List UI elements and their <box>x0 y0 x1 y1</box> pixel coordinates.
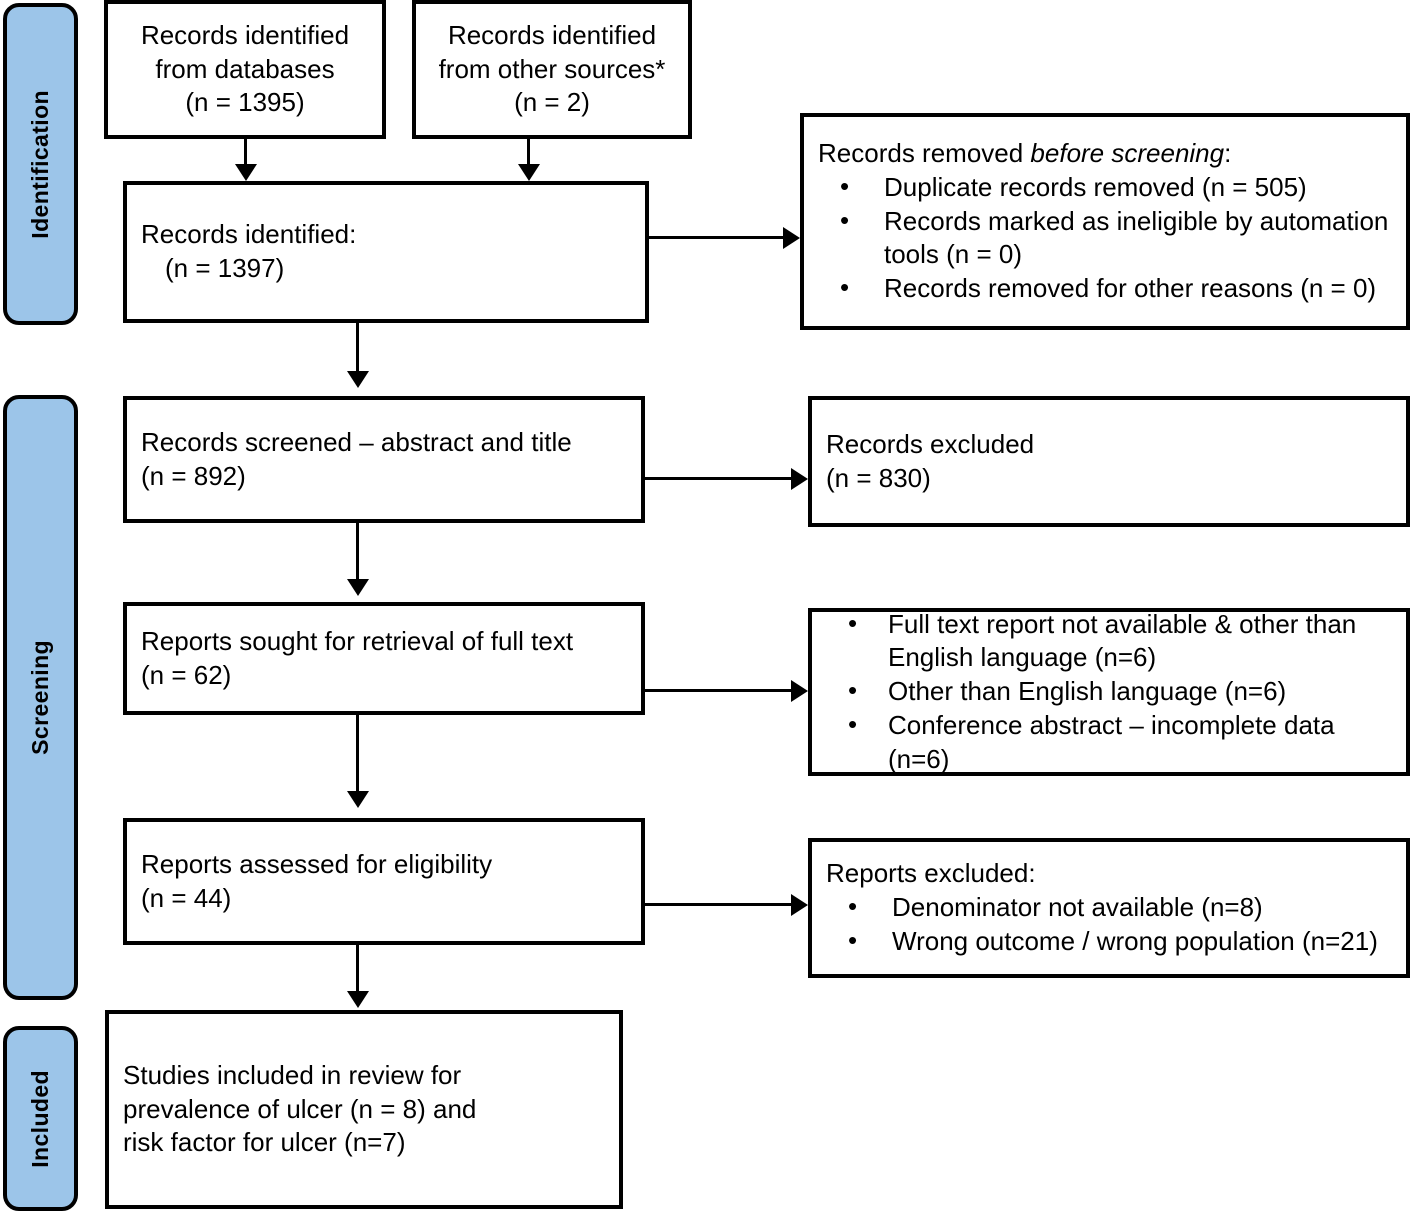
box-records-identified-total: Records identified: (n = 1397) <box>123 181 649 323</box>
records-identified-total-count: (n = 1397) <box>165 253 285 283</box>
records-screened-label: Records screened – abstract and title <box>141 426 572 457</box>
box-records-screened: Records screened – abstract and title (n… <box>123 396 645 523</box>
box-records-excluded: Records excluded (n = 830) <box>808 396 1410 527</box>
list-item: Full text report not available & other t… <box>826 607 1392 676</box>
box-reports-sought-for-retrieval: Reports sought for retrieval of full tex… <box>123 602 645 715</box>
reports-not-retrieved-bullet-list: Full text report not available & other t… <box>826 607 1392 777</box>
box-studies-included: Studies included in review for prevalenc… <box>105 1010 623 1209</box>
list-item: Conference abstract – incomplete data (n… <box>826 708 1392 777</box>
records-removed-title-suffix: : <box>1224 138 1232 168</box>
records-other-sources-line2: from other sources* <box>438 53 666 84</box>
reports-excluded-bullet-list: Denominator not available (n=8) Wrong ou… <box>826 890 1392 959</box>
arrowhead-sought-to-assessed <box>347 791 369 808</box>
records-removed-title: Records removed before screening: <box>818 137 1392 171</box>
phase-sidebar-screening: Screening <box>3 395 78 1000</box>
connector-sought-to-assessed <box>356 715 359 793</box>
arrowhead-total-to-removed <box>783 227 800 249</box>
phase-label-identification: Identification <box>27 89 53 239</box>
list-item: Denominator not available (n=8) <box>826 890 1392 925</box>
box-reports-excluded: Reports excluded: Denominator not availa… <box>808 838 1410 978</box>
arrowhead-screened-to-excluded <box>791 468 808 490</box>
reports-sought-count: (n = 62) <box>141 659 232 690</box>
reports-excluded-title: Reports excluded: <box>826 858 1036 889</box>
reports-assessed-label: Reports assessed for eligibility <box>141 848 493 879</box>
arrowhead-assessed-to-reports-excluded <box>791 894 808 916</box>
records-other-sources-line1: Records identified <box>447 19 657 50</box>
records-excluded-count: (n = 830) <box>826 462 931 493</box>
records-identified-total-label: Records identified: <box>141 219 357 250</box>
arrowhead-screened-to-sought <box>347 579 369 596</box>
reports-assessed-count: (n = 44) <box>141 882 232 913</box>
list-item: Records marked as ineligible by automati… <box>818 204 1392 273</box>
connector-sought-to-not-retrieved <box>645 689 791 692</box>
arrowhead-other-sources-to-total <box>518 164 540 181</box>
phase-sidebar-included: Included <box>3 1026 78 1211</box>
records-databases-line1: Records identified <box>140 19 350 50</box>
studies-included-line3: risk factor for ulcer (n=7) <box>123 1127 406 1158</box>
box-reports-assessed-for-eligibility: Reports assessed for eligibility (n = 44… <box>123 818 645 945</box>
records-other-sources-count: (n = 2) <box>514 87 590 118</box>
arrowhead-databases-to-total <box>235 164 257 181</box>
connector-other-sources-to-total <box>527 139 530 166</box>
connector-assessed-to-included <box>356 945 359 993</box>
phase-label-included: Included <box>27 1069 53 1168</box>
connector-assessed-to-reports-excluded <box>645 903 791 906</box>
records-removed-bullet-list: Duplicate records removed (n = 505) Reco… <box>818 170 1392 306</box>
connector-total-to-removed <box>649 236 783 239</box>
connector-screened-to-excluded <box>645 477 791 480</box>
records-removed-title-prefix: Records removed <box>818 138 1031 168</box>
records-databases-line2: from databases <box>155 53 335 84</box>
records-databases-count: (n = 1395) <box>185 87 305 118</box>
box-reports-not-retrieved: Full text report not available & other t… <box>808 607 1410 777</box>
arrowhead-sought-to-not-retrieved <box>791 680 808 702</box>
arrowhead-assessed-to-included <box>347 991 369 1008</box>
connector-databases-to-total <box>244 139 247 166</box>
connector-total-to-screened <box>356 323 359 373</box>
records-removed-title-italic: before screening <box>1030 138 1225 168</box>
box-records-identified-from-other-sources: Records identified from other sources* (… <box>412 0 692 139</box>
list-item: Duplicate records removed (n = 505) <box>818 170 1392 205</box>
list-item: Records removed for other reasons (n = 0… <box>818 271 1392 306</box>
studies-included-line1: Studies included in review for <box>123 1059 462 1090</box>
box-records-removed-before-screening: Records removed before screening: Duplic… <box>800 113 1410 330</box>
list-item: Wrong outcome / wrong population (n=21) <box>826 924 1392 959</box>
phase-label-screening: Screening <box>27 640 53 755</box>
connector-screened-to-sought <box>356 523 359 581</box>
records-excluded-label: Records excluded <box>826 428 1035 459</box>
box-records-identified-from-databases: Records identified from databases (n = 1… <box>104 0 386 139</box>
reports-sought-label: Reports sought for retrieval of full tex… <box>141 625 574 656</box>
records-screened-count: (n = 892) <box>141 460 246 491</box>
studies-included-line2: prevalence of ulcer (n = 8) and <box>123 1093 477 1124</box>
arrowhead-total-to-screened <box>347 371 369 388</box>
phase-sidebar-identification: Identification <box>3 3 78 325</box>
list-item: Other than English language (n=6) <box>826 674 1392 709</box>
